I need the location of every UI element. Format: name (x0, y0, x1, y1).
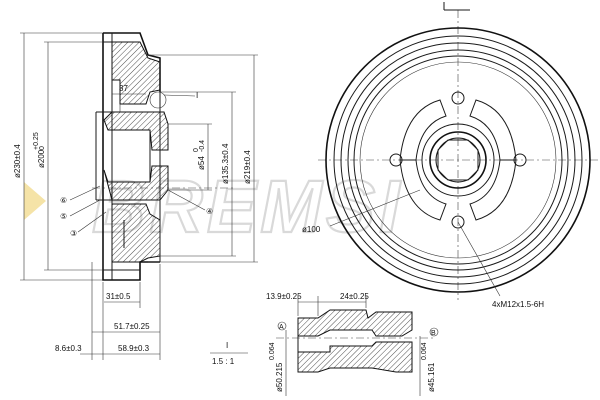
dim-d54-tol-top: 0 (193, 148, 200, 152)
dim-detail-d45: ø45.161 (427, 362, 436, 392)
dim-d54-tol-bot: -0.4 (199, 140, 206, 152)
dim-w58: 58.9±0.3 (118, 344, 150, 353)
side-section-view: I ⑥ ⑤ ③ ④ ø230±0.4 ø200 +0.25 0 ø54 0 -0… (13, 32, 258, 360)
datum-a: A (279, 324, 284, 331)
dim-w51: 51.7±0.25 (114, 322, 150, 331)
balloon-3: ③ (70, 229, 77, 238)
dim-d200-tol-top: +0.25 (33, 132, 40, 150)
dim-d54: ø54 (197, 156, 206, 170)
dim-d200: ø200 (37, 149, 46, 168)
dim-detail-d45-tol: 0.064 (421, 342, 428, 360)
datum-b: B (431, 330, 436, 337)
dim-d135: ø135.3±0.4 (221, 143, 230, 184)
detail-marker-label: I (196, 91, 198, 100)
dim-detail-w24: 24±0.25 (340, 292, 369, 301)
dim-w37: 37 (119, 84, 128, 93)
balloon-5: ⑤ (60, 212, 67, 221)
dim-detail-d50: ø50.215 (275, 362, 284, 392)
dim-w31: 31±0.5 (106, 292, 131, 301)
dim-d200-tol-bot: 0 (39, 146, 46, 150)
dim-detail-d50-tol: 0.064 (269, 342, 276, 360)
dim-d100: ø100 (302, 225, 321, 234)
front-view: ø100 4xM12x1.5-6H (302, 2, 598, 309)
dim-thread: 4xM12x1.5-6H (492, 300, 544, 309)
balloon-4: ④ (206, 207, 213, 216)
detail-scale: 1.5 : 1 (212, 357, 235, 366)
dim-d230: ø230±0.4 (13, 144, 22, 178)
dim-d219: ø219±0.4 (243, 150, 252, 184)
dim-detail-w13: 13.9±0.25 (266, 292, 302, 301)
detail-view: A B 13.9±0.25 24±0.25 ø50.215 0.064 ø45.… (210, 292, 439, 396)
detail-label: I (226, 341, 228, 350)
balloon-6: ⑥ (60, 196, 67, 205)
dim-w8: 8.6±0.3 (55, 344, 82, 353)
watermark-arrow (24, 182, 46, 220)
